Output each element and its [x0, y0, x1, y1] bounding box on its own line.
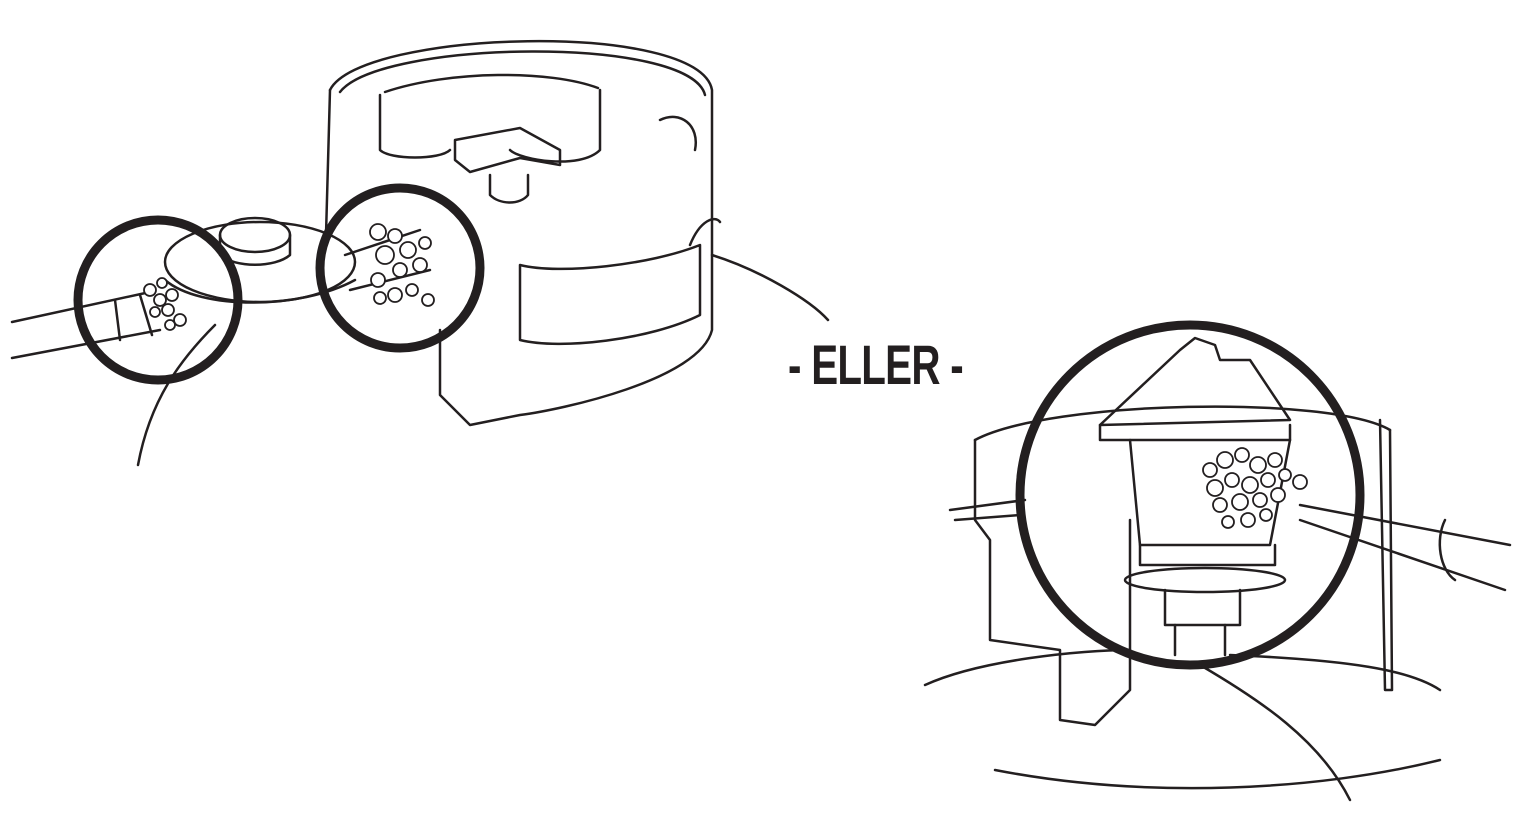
right-bottle-illustration — [923, 336, 1512, 802]
right-regulator-check-ring — [1015, 320, 1365, 670]
right-soap-bubbles — [1202, 447, 1308, 529]
left-soap-bubbles-hose — [143, 277, 187, 331]
left-soap-bubbles-valve — [369, 223, 435, 307]
left-valve-check-ring — [315, 183, 485, 353]
left-hose-check-ring — [73, 215, 243, 385]
separator-label: - ELLER - — [788, 333, 964, 396]
left-bottle-collar — [324, 40, 830, 427]
